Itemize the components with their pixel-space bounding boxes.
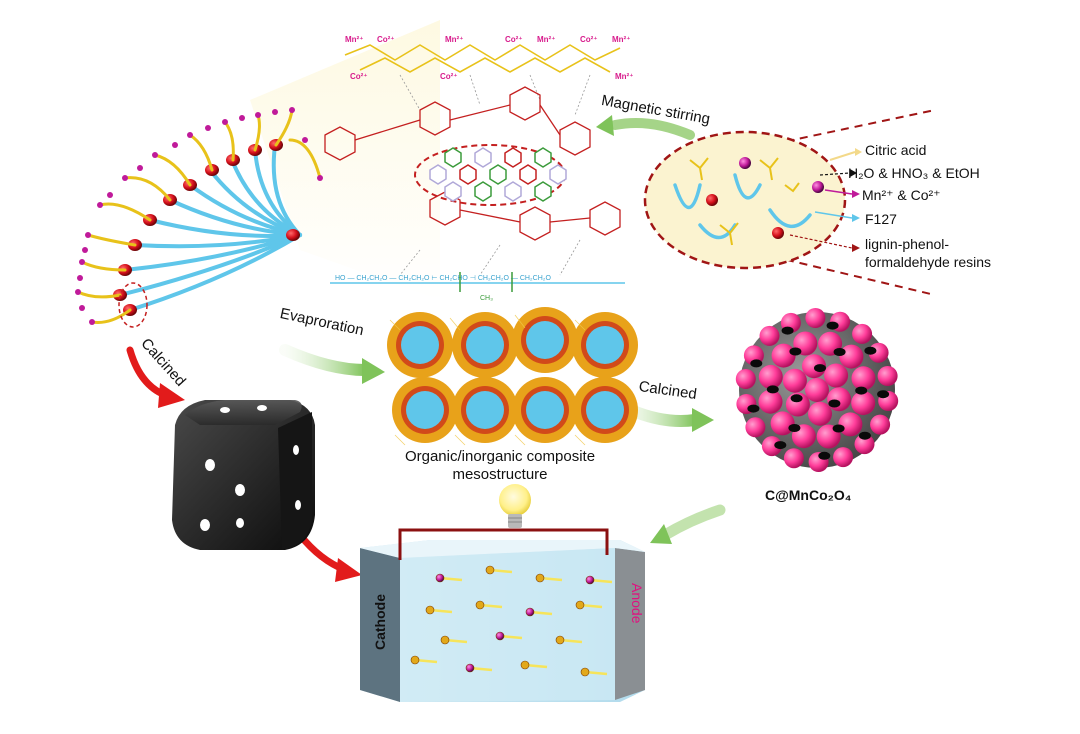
nanoparticle bbox=[770, 411, 795, 436]
ion bbox=[585, 575, 595, 585]
pore bbox=[818, 451, 831, 460]
pore bbox=[858, 431, 871, 440]
legend-resin-line1: lignin-phenol- bbox=[865, 236, 950, 252]
ion-mn-5: Mn²⁺ bbox=[615, 72, 634, 81]
ion-mn-2: Mn²⁺ bbox=[445, 35, 464, 44]
nanoparticle bbox=[782, 368, 807, 393]
ion-co-2: Co²⁺ bbox=[505, 35, 523, 44]
nanoparticle bbox=[761, 436, 782, 457]
label-composite-line1: Organic/inorganic composite bbox=[404, 448, 596, 465]
ion-co-4: Co²⁺ bbox=[350, 72, 368, 81]
pore bbox=[826, 321, 839, 330]
ion-co-5: Co²⁺ bbox=[440, 72, 458, 81]
nanoparticle bbox=[852, 323, 873, 344]
pore bbox=[814, 364, 826, 373]
legend-f127: F127 bbox=[865, 211, 897, 227]
ion bbox=[555, 635, 565, 645]
legend-solvents: H₂O & HNO₃ & EtOH bbox=[848, 165, 980, 181]
pore bbox=[833, 348, 846, 356]
pore bbox=[747, 404, 760, 413]
ion bbox=[465, 663, 475, 673]
ion bbox=[475, 600, 485, 610]
label-composite-line2: mesostructure bbox=[452, 466, 548, 483]
pore bbox=[750, 359, 763, 368]
porous-carbon-cube bbox=[172, 400, 315, 550]
nanoparticle bbox=[851, 366, 876, 391]
ion-mn-3: Mn²⁺ bbox=[537, 35, 556, 44]
nanoparticle bbox=[758, 389, 783, 414]
nanoparticle bbox=[808, 401, 832, 426]
nanoparticle bbox=[838, 412, 863, 437]
f127-chain: HO — CH₂CH₂O — CH₂CH₂O ⊢ CH₂CHO ⊣ CH₂CH₂… bbox=[330, 272, 625, 302]
nanoparticle bbox=[854, 434, 875, 455]
nanoparticle bbox=[827, 387, 852, 412]
nanoparticle bbox=[805, 308, 826, 328]
nanoparticle bbox=[851, 391, 876, 416]
nanoparticle bbox=[833, 447, 854, 468]
label-product: C@MnCo₂O₄ bbox=[765, 487, 852, 503]
mesostructure-array bbox=[387, 307, 638, 446]
pore bbox=[788, 424, 801, 432]
nanoparticle bbox=[771, 343, 796, 368]
ion bbox=[580, 667, 590, 677]
ion bbox=[435, 573, 445, 583]
citric-acid-chain bbox=[344, 44, 621, 73]
nanoparticle bbox=[839, 344, 864, 369]
pore bbox=[855, 386, 868, 395]
pore bbox=[774, 441, 787, 450]
pore bbox=[766, 385, 779, 394]
svg-text:HO — CH₂CH₂O — CH₂CH₂O ⊢ CH₂CH: HO — CH₂CH₂O — CH₂CH₂O ⊢ CH₂CHO ⊣ CH₂CH₂… bbox=[335, 275, 551, 282]
nanoparticle bbox=[783, 448, 804, 469]
ion bbox=[535, 573, 545, 583]
micelle-fan bbox=[75, 107, 323, 328]
pore bbox=[832, 424, 845, 433]
nanoparticle bbox=[759, 325, 780, 346]
nanoparticle bbox=[877, 366, 898, 386]
h-bond-links bbox=[399, 74, 591, 276]
ion bbox=[575, 600, 585, 610]
ring-interaction-grid bbox=[429, 147, 567, 202]
label-cathode: Cathode bbox=[372, 594, 388, 650]
label-anode: Anode bbox=[629, 583, 645, 624]
green-arrows bbox=[279, 115, 726, 544]
nanoparticle bbox=[802, 354, 826, 379]
pore bbox=[790, 394, 803, 403]
nanoparticle bbox=[735, 369, 756, 389]
legend-ions: Mn²⁺ & Co²⁺ bbox=[862, 187, 941, 203]
ion bbox=[410, 655, 420, 665]
legend-resin-line2: formaldehyde resins bbox=[865, 254, 992, 270]
battery-cell bbox=[360, 484, 645, 702]
nanoparticle bbox=[758, 364, 783, 389]
ion bbox=[485, 565, 495, 575]
svg-text:CH₃: CH₃ bbox=[480, 295, 493, 302]
ion bbox=[520, 660, 530, 670]
ion bbox=[440, 635, 450, 645]
ion-co-3: Co²⁺ bbox=[580, 35, 598, 44]
zoom-beam bbox=[250, 20, 440, 300]
pore bbox=[877, 390, 890, 399]
legend-citric-acid: Citric acid bbox=[865, 142, 927, 158]
nanoparticle bbox=[870, 414, 891, 435]
pore bbox=[828, 399, 841, 408]
ion-co-1: Co²⁺ bbox=[377, 35, 395, 44]
nanoparticle bbox=[745, 417, 766, 438]
pore bbox=[781, 326, 794, 335]
ion-mn-4: Mn²⁺ bbox=[612, 35, 631, 44]
nanoparticle bbox=[805, 378, 829, 402]
nanoparticle bbox=[824, 363, 849, 388]
precursor-solution bbox=[643, 109, 936, 296]
ion bbox=[495, 631, 505, 641]
pore bbox=[789, 347, 802, 356]
ion-mn-1: Mn²⁺ bbox=[345, 35, 364, 44]
ion bbox=[425, 605, 435, 615]
pore bbox=[864, 346, 877, 355]
ion bbox=[525, 607, 535, 617]
mnco2o4-sphere bbox=[735, 308, 899, 472]
